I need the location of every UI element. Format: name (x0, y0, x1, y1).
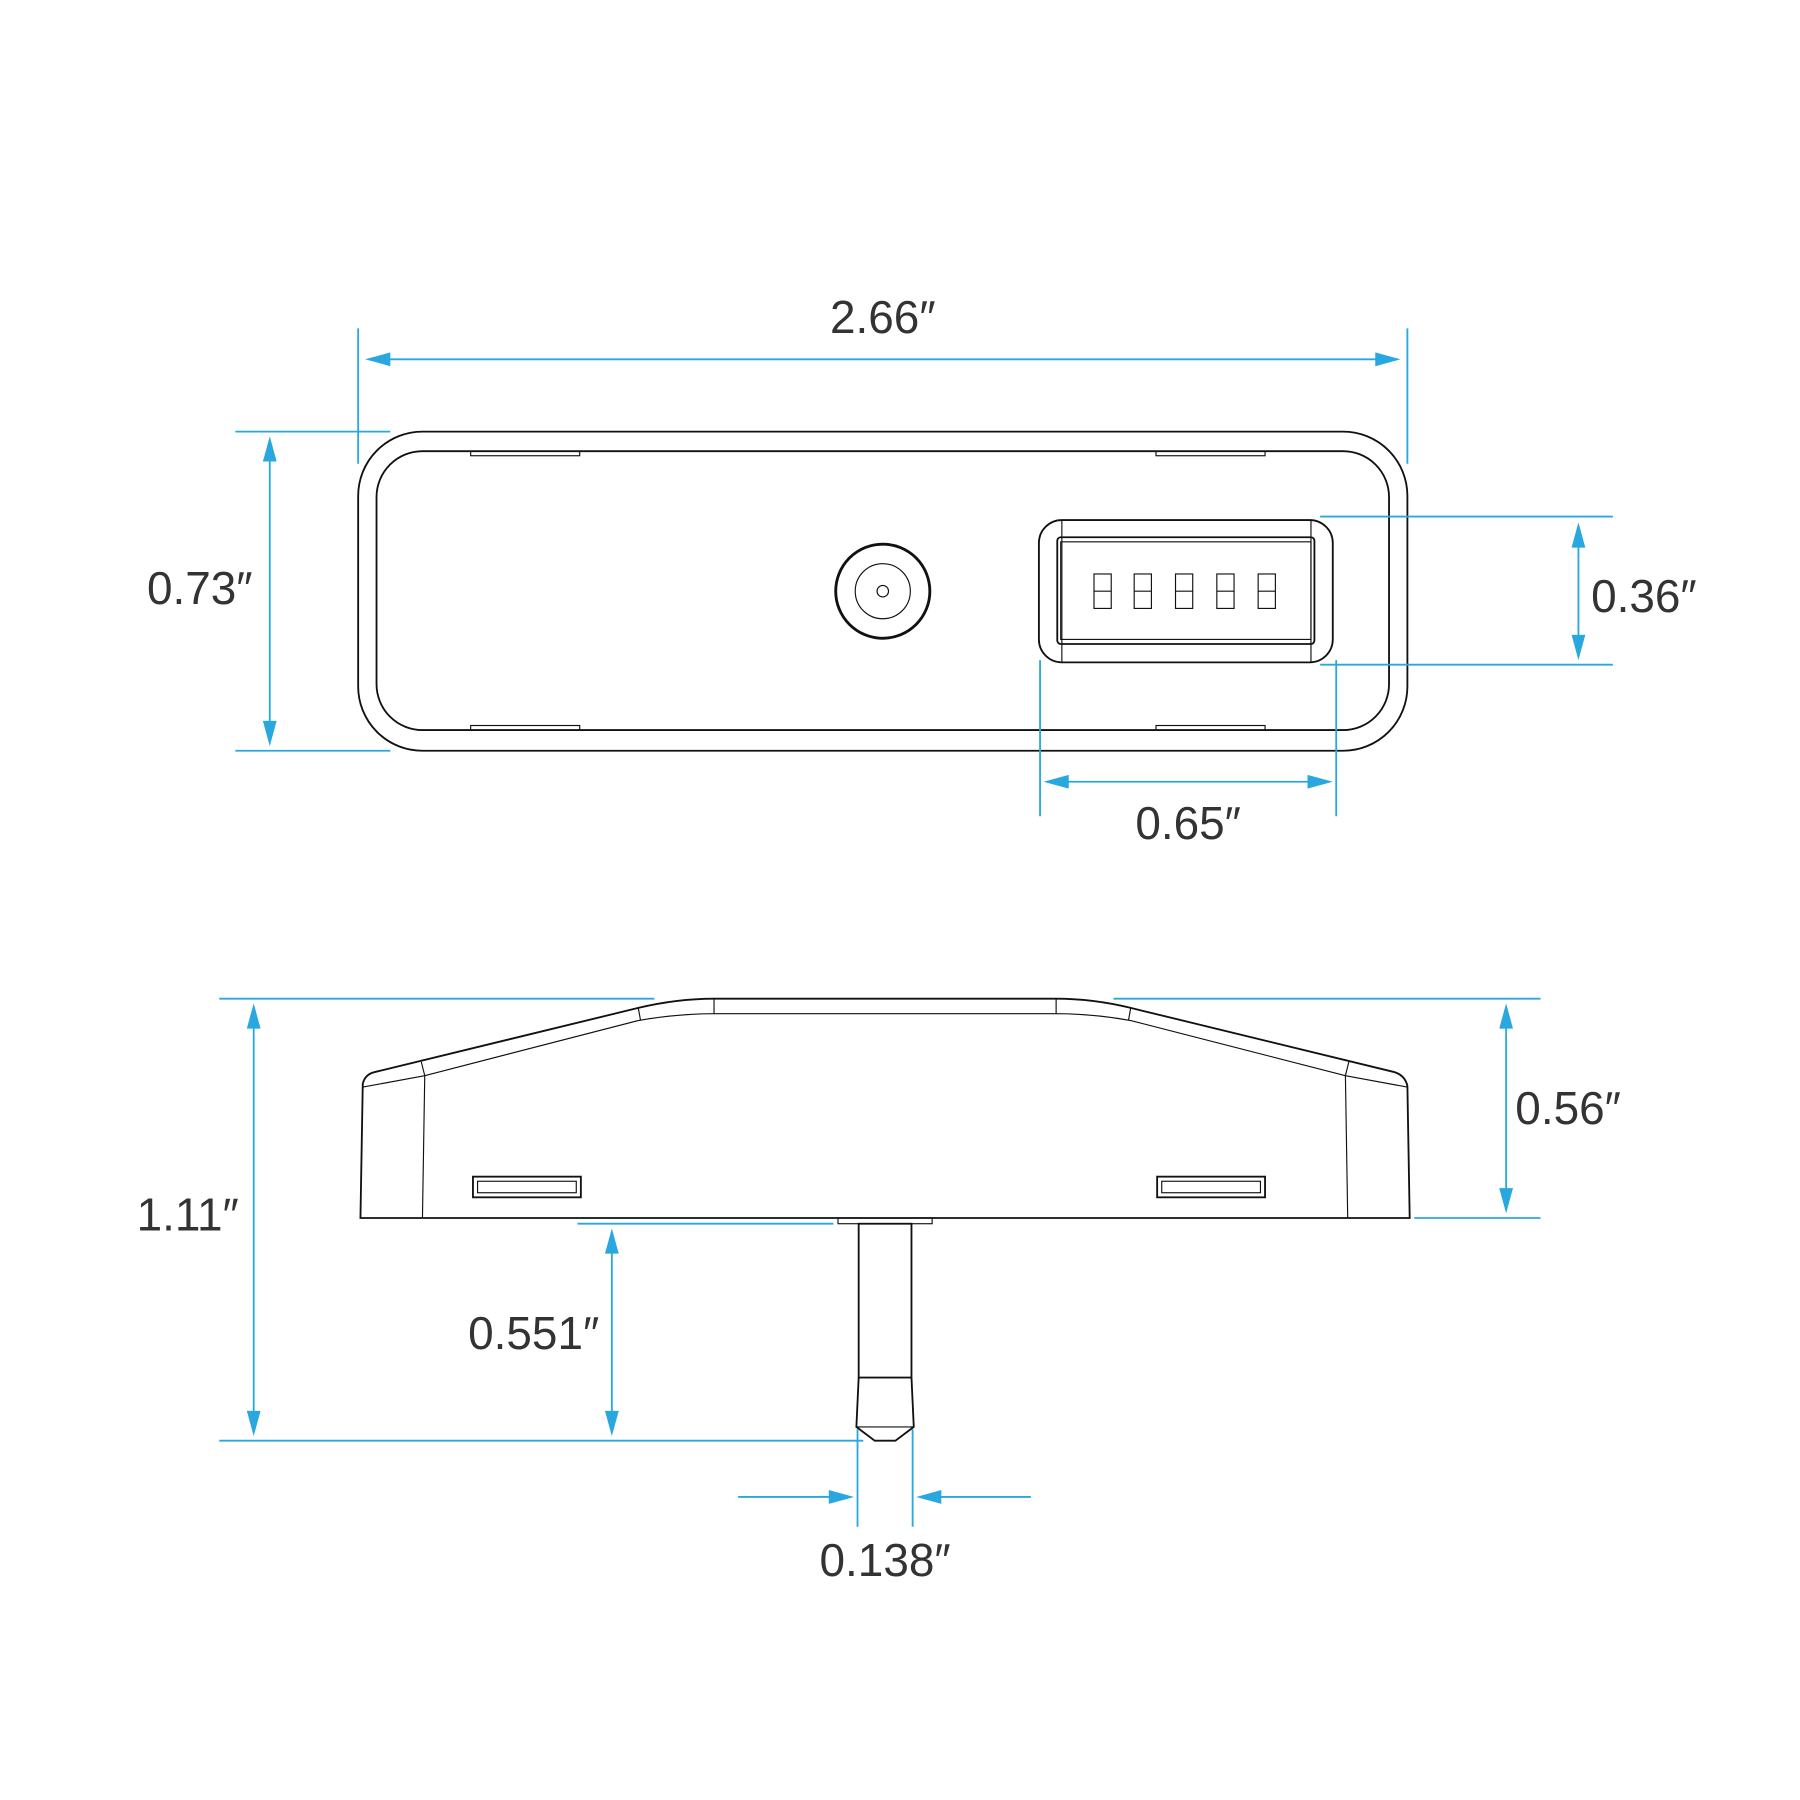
top-clip-tr (1155, 450, 1266, 457)
top-view (357, 430, 1409, 752)
top-clip-bl (470, 724, 581, 731)
side-clip-right (1156, 1175, 1266, 1199)
top-inner-outline (375, 450, 1390, 732)
dim-label-2.66: 2.66″ (830, 291, 936, 343)
top-outer-outline (357, 430, 1409, 752)
top-clip-br (1155, 724, 1266, 731)
dim-top-height: 0.73″ (147, 430, 391, 752)
sensor-dot-icon (876, 584, 890, 598)
dim-body-height: 0.56″ (1113, 997, 1621, 1219)
dim-label-0.138: 0.138″ (820, 1534, 951, 1586)
connector-pin (837, 1217, 933, 1442)
sensor-outer-icon (834, 542, 932, 640)
dim-total-height: 1.11″ (137, 997, 864, 1442)
dim-label-1.11: 1.11″ (137, 1189, 239, 1241)
dim-label-0.73: 0.73″ (147, 562, 253, 614)
digit-segments (1093, 573, 1276, 609)
dim-label-0.65: 0.65″ (1135, 797, 1241, 849)
dim-label-0.551: 0.551″ (468, 1307, 599, 1359)
dim-display-height: 0.36″ (1320, 515, 1697, 666)
dim-label-0.36: 0.36″ (1591, 570, 1697, 622)
dim-pin-length: 0.551″ (468, 1222, 834, 1437)
dim-pin-diameter: 0.138″ (738, 1429, 1031, 1586)
sensor-ring-icon (854, 563, 911, 620)
display-module (1037, 519, 1334, 664)
side-clip-left (472, 1175, 582, 1199)
dim-label-0.56: 0.56″ (1515, 1082, 1621, 1134)
side-view (359, 997, 1411, 1442)
dim-display-width: 0.65″ (1039, 660, 1338, 849)
dim-top-width: 2.66″ (357, 291, 1409, 464)
top-clip-tl (470, 450, 581, 457)
